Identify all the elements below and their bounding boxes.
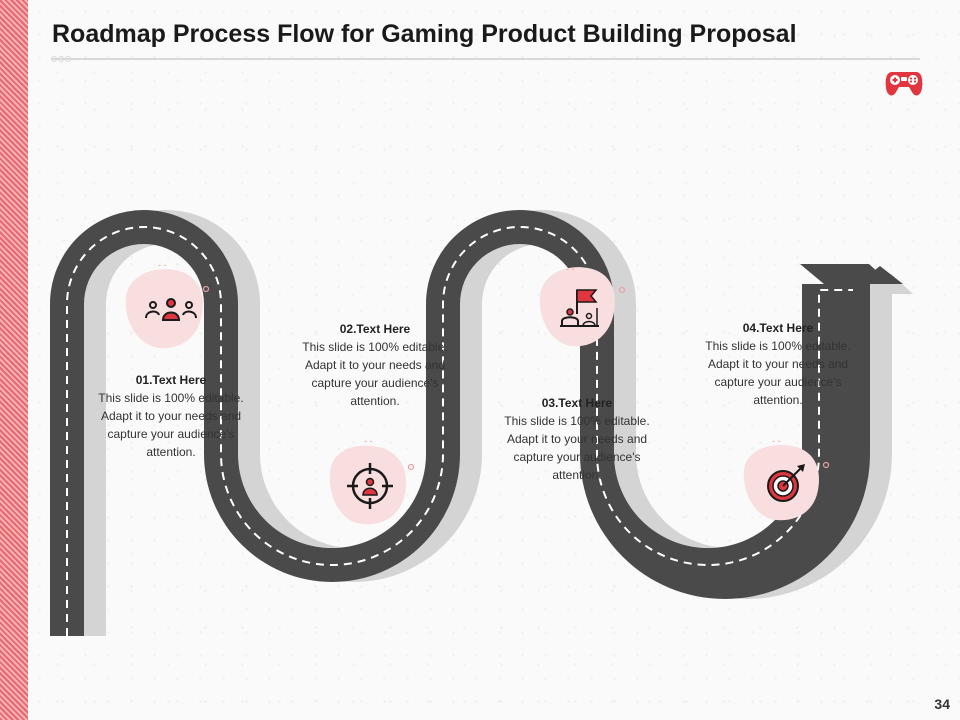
title-underline: [52, 58, 920, 60]
road-body: [50, 210, 891, 636]
road-arrow-head: [857, 266, 903, 284]
flag-goal-icon: [560, 289, 599, 327]
step-2-description: This slide is 100% editable. Adapt it to…: [302, 340, 448, 408]
step-4-text: 04.Text Here This slide is 100% editable…: [693, 319, 863, 409]
step-2-title: 02.Text Here: [339, 322, 411, 336]
step-4-title: 04.Text Here: [742, 321, 814, 335]
step-2-icon-group: - -: [329, 436, 415, 525]
step-1-title: 01.Text Here: [135, 373, 207, 387]
svg-text:- -: - -: [364, 436, 373, 446]
step-4-description: This slide is 100% editable. Adapt it to…: [705, 339, 851, 407]
road-center-dashes: [66, 226, 853, 636]
step-3-text: 03.Text Here This slide is 100% editable…: [492, 394, 662, 484]
team-icon: [145, 298, 197, 321]
step-2-text: 02.Text Here This slide is 100% editable…: [290, 320, 460, 410]
step-1-text: 01.Text Here This slide is 100% editable…: [86, 371, 256, 461]
decorative-side-stripe: [0, 0, 28, 720]
step-3-title: 03.Text Here: [541, 396, 613, 410]
step-4-icon-group: - -: [743, 436, 830, 521]
step-3-description: This slide is 100% editable. Adapt it to…: [504, 414, 650, 482]
underline-dots-decoration: [51, 56, 71, 62]
road-shadow: [72, 210, 913, 636]
step-1-blob: [125, 269, 203, 349]
page-number: 34: [934, 696, 950, 712]
svg-text:- -: - -: [566, 264, 575, 274]
slide-title: Roadmap Process Flow for Gaming Product …: [52, 20, 797, 48]
step-1-icon-group: - -: [125, 260, 210, 349]
bullseye-icon: [767, 464, 805, 502]
gamepad-icon: [885, 72, 923, 96]
svg-text:- -: - -: [772, 436, 781, 446]
step-3-icon-group: - -: [539, 264, 626, 347]
svg-text:- -: - -: [158, 260, 167, 270]
step-1-description: This slide is 100% editable. Adapt it to…: [98, 391, 244, 459]
target-user-icon: [347, 463, 393, 509]
